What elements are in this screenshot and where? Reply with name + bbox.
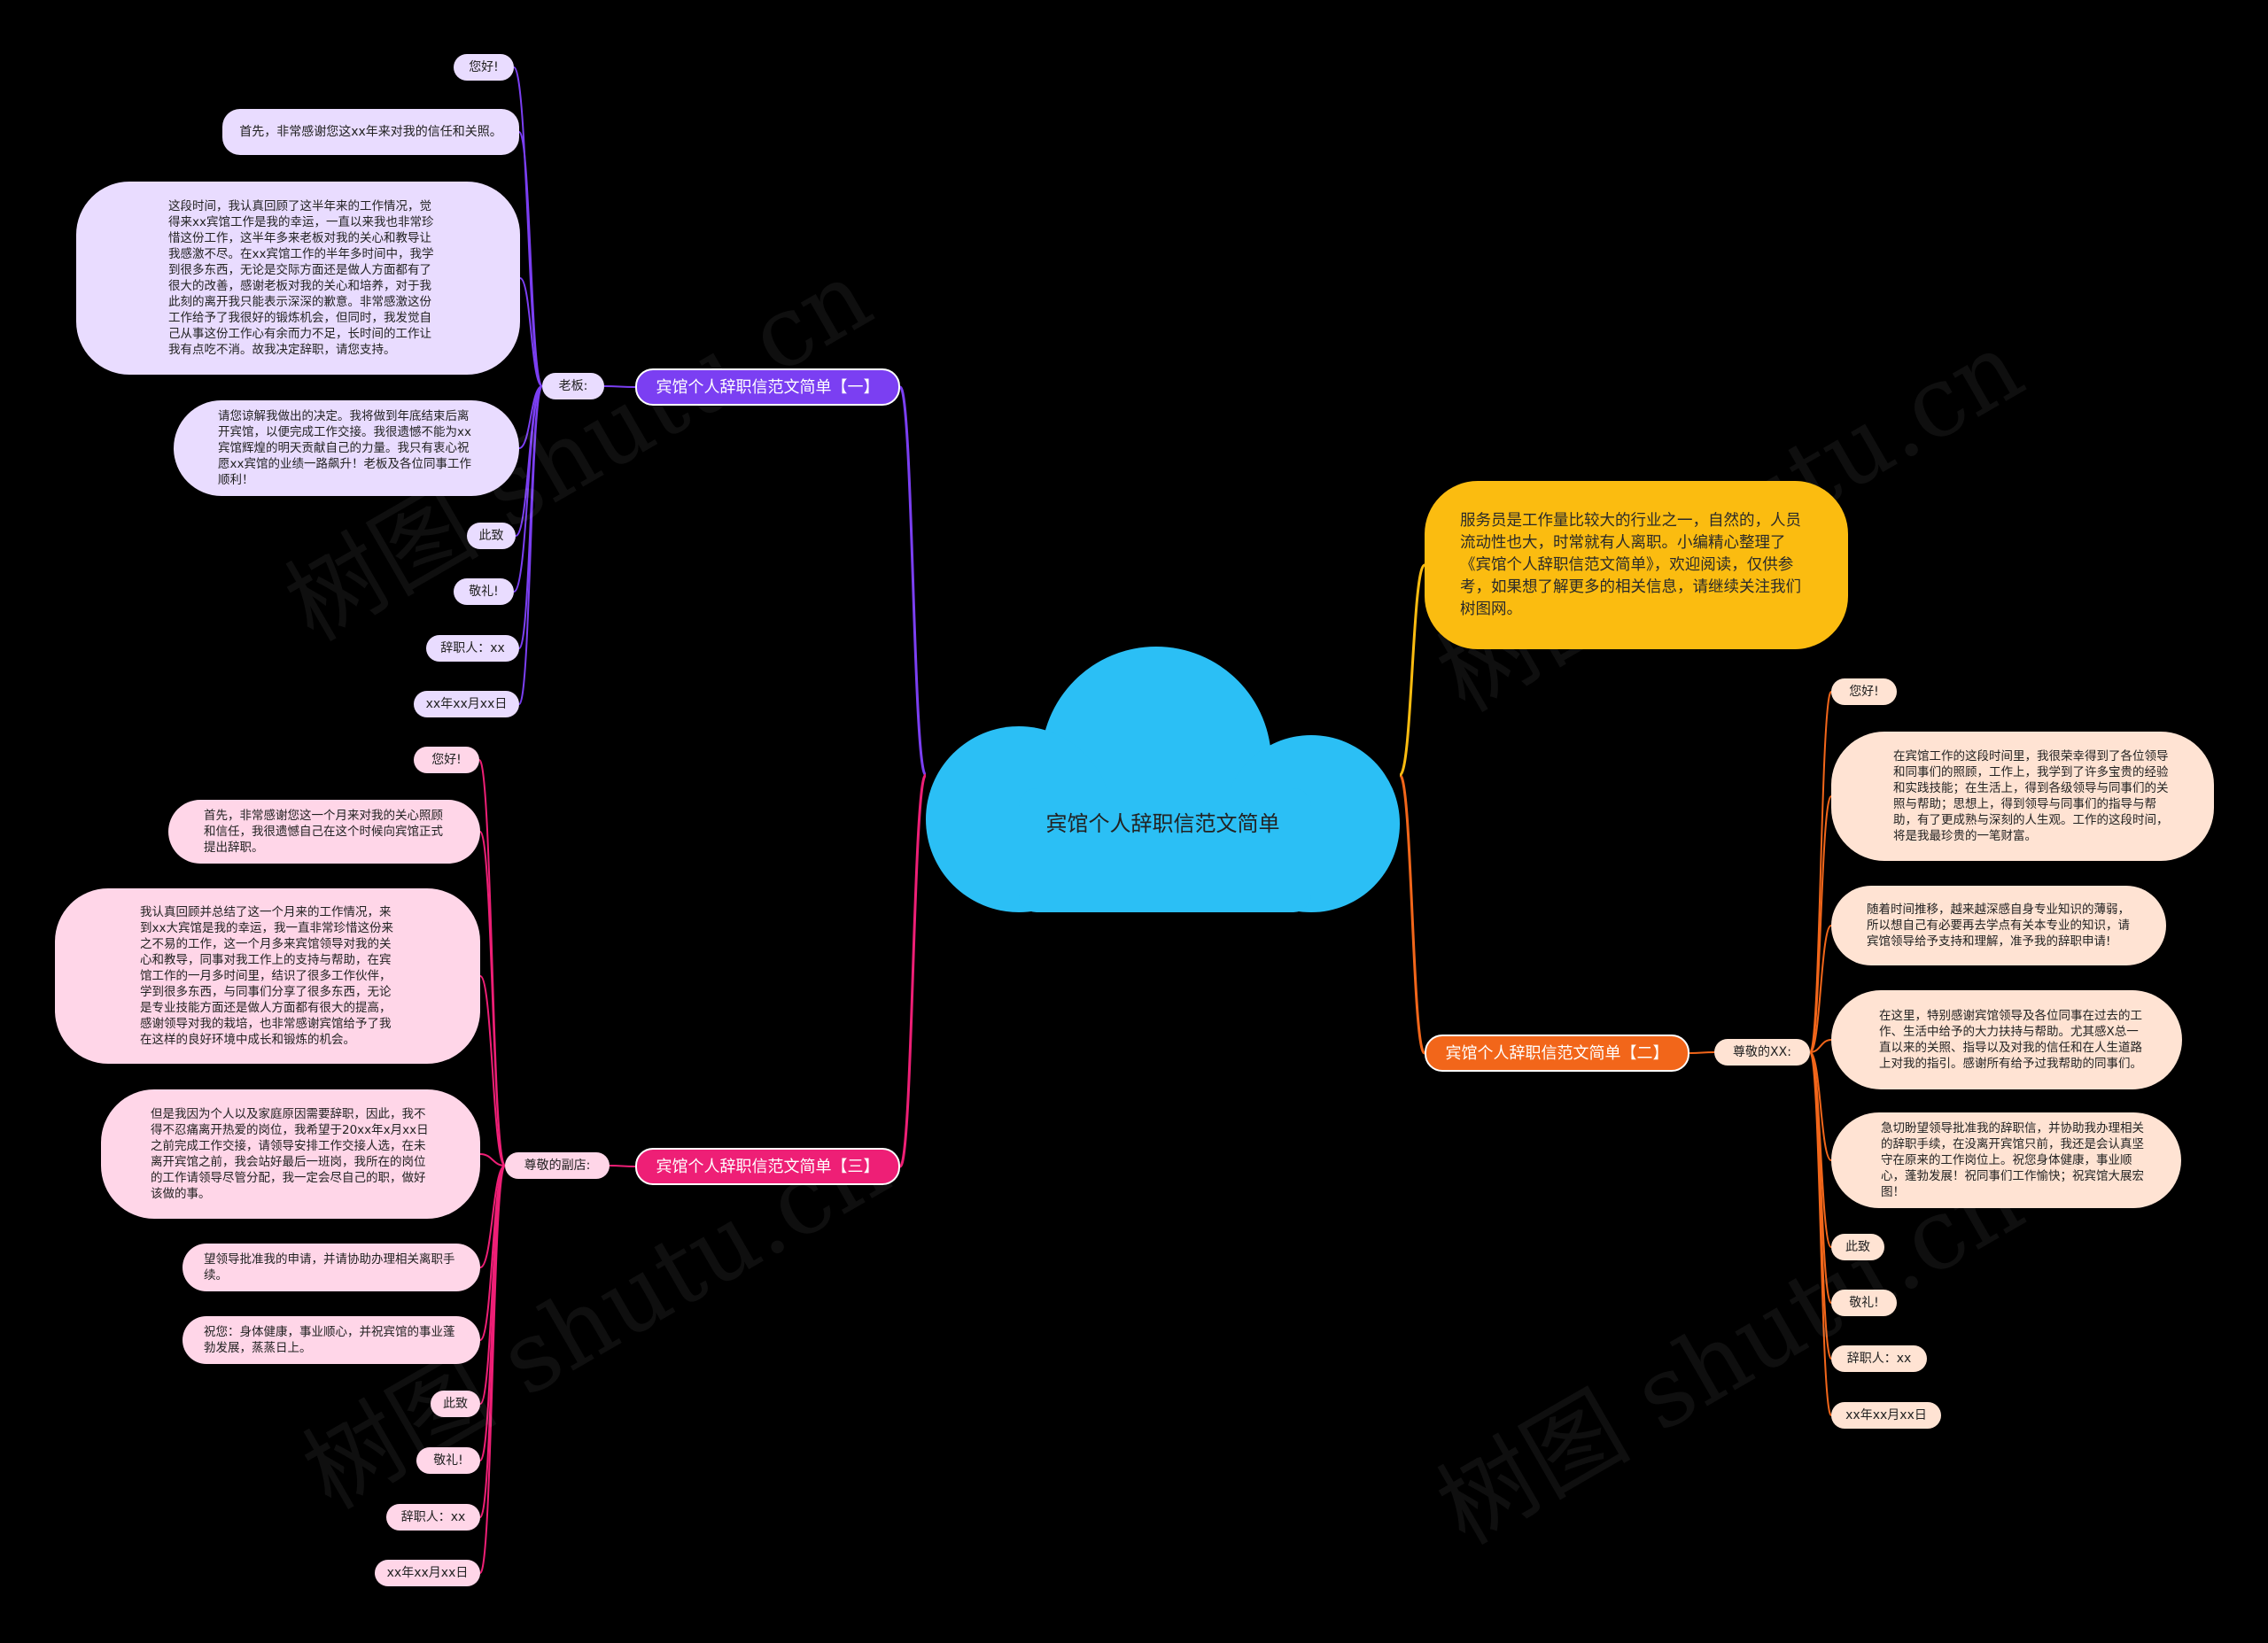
- connector-line: [479, 831, 506, 1166]
- intro-summary-text: 服务员是工作量比较大的行业之一，自然的，人员流动性也大，时常就有人离职。小编精心…: [1460, 511, 1801, 618]
- connector-line: [478, 759, 506, 1166]
- connector-line: [479, 975, 506, 1166]
- connector-line: [1689, 1051, 1715, 1054]
- list-item[interactable]: 辞职人：xx: [1831, 1345, 1927, 1372]
- branch-title-3[interactable]: 宾馆个人辞职信范文简单【三】: [635, 1148, 900, 1185]
- list-item[interactable]: 此致: [467, 523, 516, 549]
- list-item[interactable]: 在宾馆工作的这段时间里，我很荣幸得到了各位领导和同事们的照顾，工作上，我学到了许…: [1831, 732, 2214, 861]
- central-topic[interactable]: 宾馆个人辞职信范文简单: [921, 638, 1404, 914]
- list-item[interactable]: xx年xx月xx日: [375, 1560, 480, 1586]
- intro-summary[interactable]: 服务员是工作量比较大的行业之一，自然的，人员流动性也大，时常就有人离职。小编精心…: [1425, 481, 1848, 649]
- list-item[interactable]: 这段时间，我认真回顾了这半年来的工作情况，觉得来xx宾馆工作是我的幸运，一直以来…: [76, 182, 520, 375]
- list-item[interactable]: 但是我因为个人以及家庭原因需要辞职，因此，我不得不忍痛离开热爱的岗位，我希望于2…: [101, 1089, 480, 1219]
- connector-line: [519, 277, 543, 387]
- connector-line: [1809, 925, 1832, 1053]
- branch-label-1[interactable]: 老板:: [542, 373, 604, 399]
- branch-title-2[interactable]: 宾馆个人辞职信范文简单【二】: [1425, 1035, 1689, 1072]
- list-item[interactable]: 敬礼!: [416, 1447, 480, 1474]
- list-item[interactable]: 请您谅解我做出的决定。我将做到年底结束后离开宾馆，以便完成工作交接。我很遗憾不能…: [174, 400, 519, 496]
- list-item[interactable]: 我认真回顾并总结了这一个月来的工作情况，来到xx大宾馆是我的幸运，我一直非常珍惜…: [55, 888, 480, 1064]
- connector-line: [518, 385, 543, 705]
- connector-line: [1809, 1051, 1832, 1304]
- cloud-shape: [926, 647, 1400, 912]
- list-item[interactable]: 辞职人：xx: [426, 635, 519, 662]
- list-item[interactable]: 急切盼望领导批准我的辞职信，并协助我办理相关的辞职手续，在没离开宾馆只前，我还是…: [1831, 1112, 2181, 1208]
- list-item[interactable]: 祝您：身体健康，事业顺心，并祝宾馆的事业蓬勃发展，蒸蒸日上。: [183, 1316, 480, 1364]
- list-item[interactable]: 辞职人：xx: [386, 1504, 480, 1531]
- branch-label-2[interactable]: 尊敬的XX:: [1714, 1039, 1810, 1066]
- connector-line: [518, 131, 543, 387]
- list-item[interactable]: 敬礼!: [454, 578, 514, 605]
- list-item[interactable]: 此致: [431, 1391, 480, 1417]
- connector-line: [1398, 563, 1426, 777]
- central-topic-title: 宾馆个人辞职信范文简单: [1045, 811, 1280, 836]
- list-item[interactable]: 敬礼!: [1831, 1290, 1897, 1316]
- list-item[interactable]: 首先，非常感谢您这xx年来对我的信任和关照。: [222, 109, 519, 155]
- connector-line: [1809, 795, 1832, 1053]
- connector-line: [1809, 1051, 1832, 1416]
- connector-line: [479, 1153, 506, 1166]
- list-item[interactable]: 您好!: [1831, 678, 1897, 705]
- connector-line: [898, 385, 928, 777]
- connector-line: [1809, 1039, 1832, 1053]
- list-item[interactable]: 在这里，特别感谢宾馆领导及各位同事在过去的工作、生活中给予的大力扶持与帮助。尤其…: [1831, 990, 2182, 1089]
- list-item[interactable]: 随着时间推移，越来越深感自身专业知识的薄弱，所以想自己有必要再去学点有关本专业的…: [1831, 886, 2166, 965]
- connector-line: [603, 385, 636, 388]
- connector-line: [479, 1165, 506, 1574]
- connector-line: [898, 773, 928, 1168]
- list-item[interactable]: 您好!: [454, 54, 514, 81]
- branch-label-3[interactable]: 尊敬的副店:: [505, 1152, 610, 1179]
- list-item[interactable]: 首先，非常感谢您这一个月来对我的关心照顾和信任，我很遗憾自己在这个时候向宾馆正式…: [168, 800, 480, 864]
- connector-line: [513, 385, 543, 593]
- list-item[interactable]: xx年xx月xx日: [1831, 1402, 1941, 1429]
- list-item[interactable]: xx年xx月xx日: [414, 691, 519, 717]
- list-item[interactable]: 此致: [1831, 1234, 1884, 1260]
- connector-line: [1398, 773, 1426, 1055]
- branch-title-1[interactable]: 宾馆个人辞职信范文简单【一】: [635, 368, 900, 406]
- list-item[interactable]: 您好!: [414, 747, 479, 773]
- list-item[interactable]: 望领导批准我的申请，并请协助办理相关离职手续。: [183, 1244, 480, 1291]
